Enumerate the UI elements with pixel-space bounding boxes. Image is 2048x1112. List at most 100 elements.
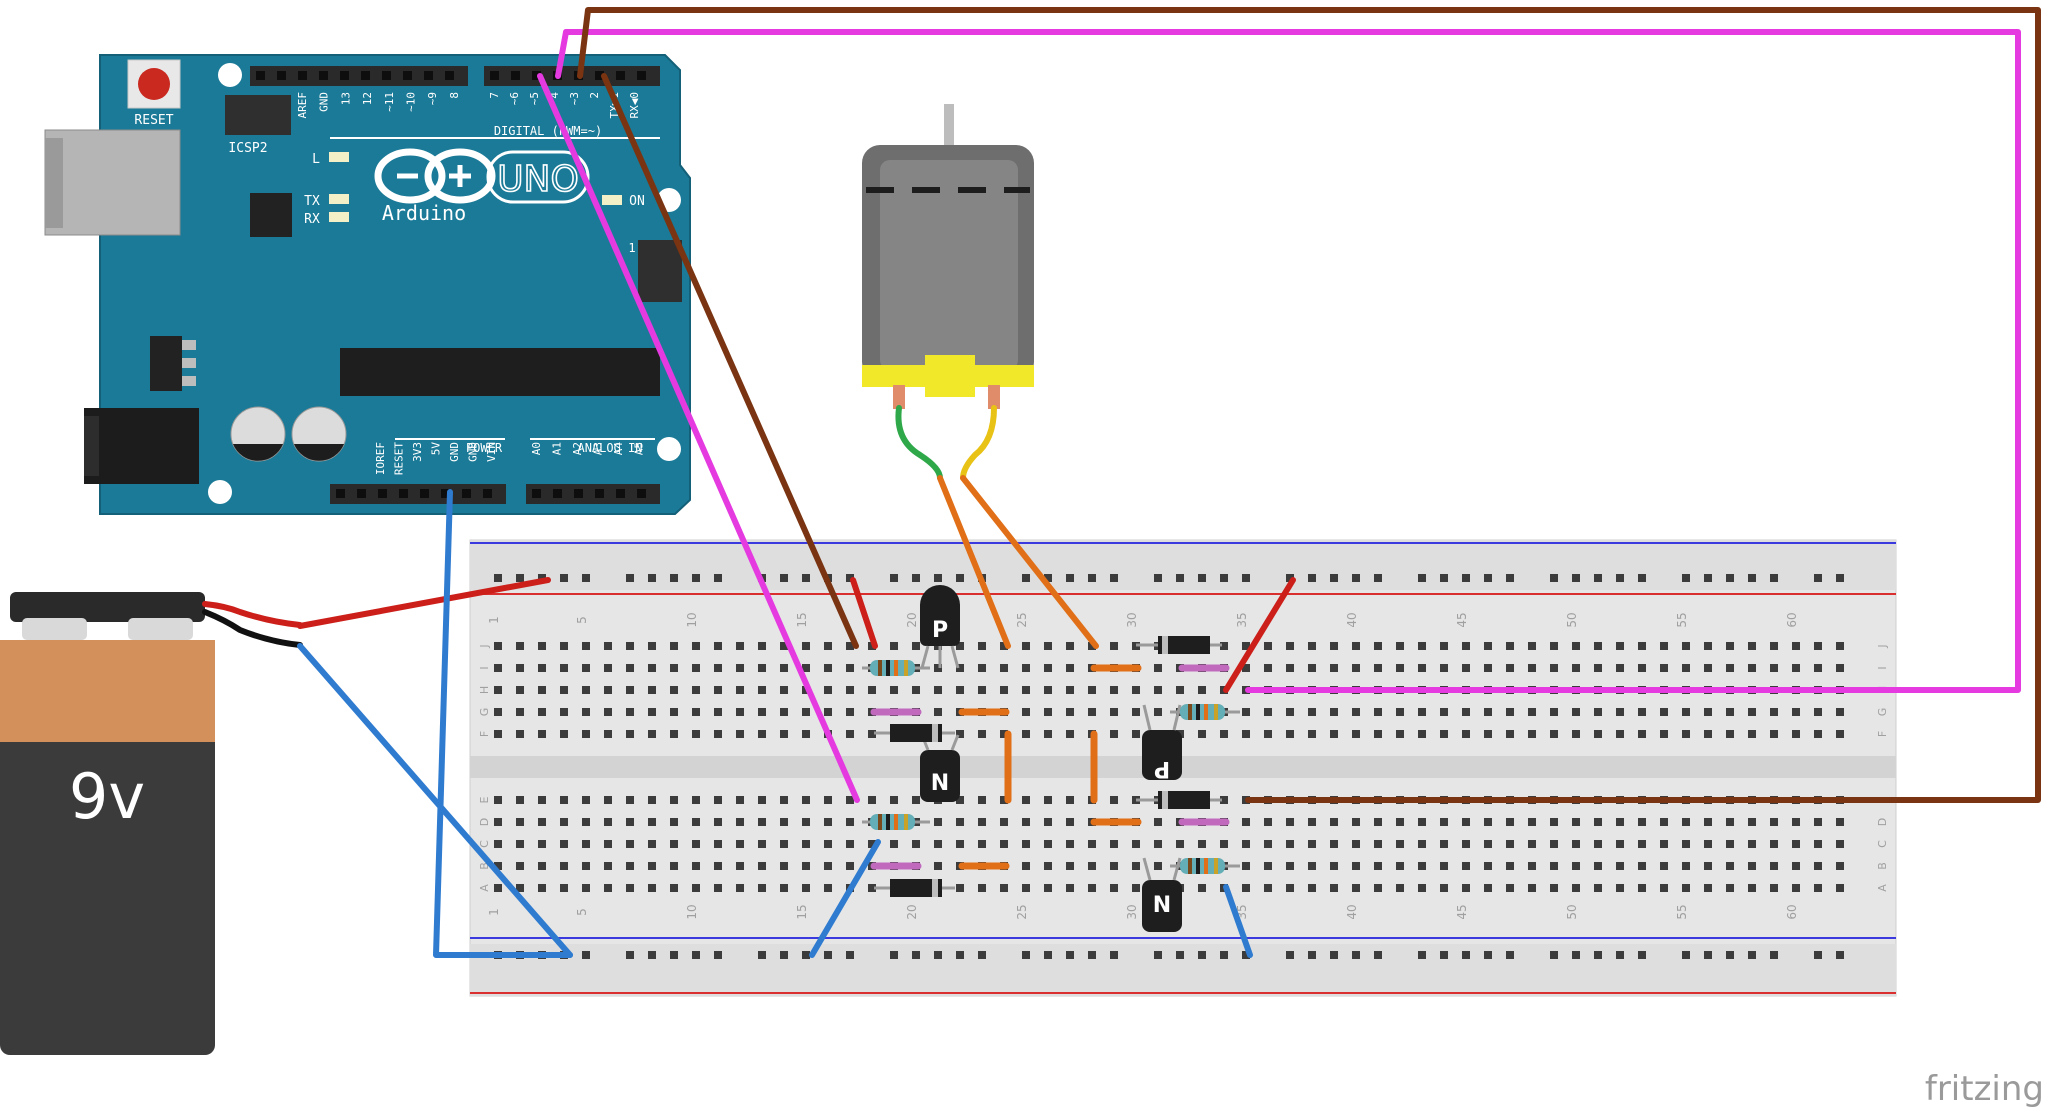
breadboard-hole[interactable] [1726,664,1734,672]
breadboard-hole[interactable] [582,708,590,716]
header-pin[interactable] [462,489,471,498]
rail-hole[interactable] [890,574,898,582]
breadboard-hole[interactable] [802,730,810,738]
breadboard-hole[interactable] [736,686,744,694]
breadboard-hole[interactable] [1528,708,1536,716]
breadboard-hole[interactable] [1616,840,1624,848]
breadboard-hole[interactable] [802,818,810,826]
breadboard-hole[interactable] [1814,884,1822,892]
breadboard-hole[interactable] [1528,840,1536,848]
breadboard-hole[interactable] [1440,818,1448,826]
rail-hole[interactable] [1088,574,1096,582]
rail-hole[interactable] [494,574,502,582]
rail-hole[interactable] [1154,951,1162,959]
rail-hole[interactable] [1374,951,1382,959]
breadboard-hole[interactable] [1022,796,1030,804]
breadboard-hole[interactable] [582,730,590,738]
breadboard-hole[interactable] [1572,840,1580,848]
breadboard-hole[interactable] [516,818,524,826]
breadboard-hole[interactable] [1506,840,1514,848]
breadboard-hole[interactable] [1022,862,1030,870]
breadboard-hole[interactable] [1638,708,1646,716]
rail-hole[interactable] [516,574,524,582]
rail-hole[interactable] [846,574,854,582]
breadboard-hole[interactable] [846,730,854,738]
breadboard-hole[interactable] [1814,818,1822,826]
rail-hole[interactable] [1330,951,1338,959]
breadboard-hole[interactable] [846,686,854,694]
breadboard-hole[interactable] [1088,686,1096,694]
rail-hole[interactable] [1044,574,1052,582]
breadboard-hole[interactable] [494,818,502,826]
breadboard-hole[interactable] [648,884,656,892]
breadboard-hole[interactable] [802,708,810,716]
breadboard-hole[interactable] [1110,796,1118,804]
breadboard-hole[interactable] [692,840,700,848]
breadboard-hole[interactable] [1704,818,1712,826]
breadboard-hole[interactable] [736,708,744,716]
rail-hole[interactable] [1352,574,1360,582]
signal-wire-brown[interactable] [601,73,859,649]
rail-hole[interactable] [1220,574,1228,582]
breadboard-hole[interactable] [1836,884,1844,892]
breadboard-hole[interactable] [670,686,678,694]
breadboard-hole[interactable] [736,840,744,848]
breadboard-hole[interactable] [1770,664,1778,672]
power-wire[interactable] [1223,577,1296,693]
breadboard-hole[interactable] [1330,730,1338,738]
breadboard-hole[interactable] [912,796,920,804]
breadboard-hole[interactable] [802,664,810,672]
breadboard-hole[interactable] [1594,730,1602,738]
breadboard-hole[interactable] [1836,642,1844,650]
breadboard-hole[interactable] [1110,730,1118,738]
rail-hole[interactable] [1836,951,1844,959]
breadboard-hole[interactable] [1418,664,1426,672]
breadboard-hole[interactable] [560,708,568,716]
battery-positive-wire[interactable] [297,577,551,629]
breadboard-hole[interactable] [758,664,766,672]
breadboard-hole[interactable] [780,796,788,804]
breadboard-hole[interactable] [1594,818,1602,826]
breadboard-hole[interactable] [1748,818,1756,826]
breadboard-hole[interactable] [1000,818,1008,826]
rail-hole[interactable] [1770,574,1778,582]
breadboard-hole[interactable] [604,642,612,650]
breadboard-hole[interactable] [1286,730,1294,738]
breadboard-hole[interactable] [604,664,612,672]
breadboard-hole[interactable] [648,818,656,826]
breadboard-hole[interactable] [1682,642,1690,650]
breadboard-hole[interactable] [1682,884,1690,892]
rail-hole[interactable] [1308,574,1316,582]
breadboard-hole[interactable] [582,818,590,826]
breadboard-hole[interactable] [714,818,722,826]
header-pin[interactable] [483,489,492,498]
breadboard-hole[interactable] [1022,818,1030,826]
rail-hole[interactable] [1066,951,1074,959]
breadboard-hole[interactable] [1550,708,1558,716]
breadboard-hole[interactable] [1616,862,1624,870]
header-pin[interactable] [511,71,520,80]
breadboard-hole[interactable] [692,862,700,870]
breadboard-hole[interactable] [582,862,590,870]
rail-hole[interactable] [1242,951,1250,959]
breadboard-hole[interactable] [824,708,832,716]
breadboard-hole[interactable] [1264,884,1272,892]
breadboard-hole[interactable] [1022,708,1030,716]
breadboard-hole[interactable] [1704,664,1712,672]
rail-hole[interactable] [714,951,722,959]
breadboard-hole[interactable] [1748,708,1756,716]
rail-hole[interactable] [1726,574,1734,582]
rail-hole[interactable] [1506,951,1514,959]
breadboard-hole[interactable] [1748,730,1756,738]
breadboard-hole[interactable] [846,818,854,826]
rail-hole[interactable] [626,951,634,959]
breadboard-hole[interactable] [1110,862,1118,870]
breadboard-hole[interactable] [1484,664,1492,672]
rail-hole[interactable] [1066,574,1074,582]
header-pin[interactable] [595,489,604,498]
breadboard-hole[interactable] [890,840,898,848]
breadboard-hole[interactable] [1000,686,1008,694]
breadboard-hole[interactable] [1440,862,1448,870]
breadboard-hole[interactable] [582,642,590,650]
breadboard-hole[interactable] [538,840,546,848]
